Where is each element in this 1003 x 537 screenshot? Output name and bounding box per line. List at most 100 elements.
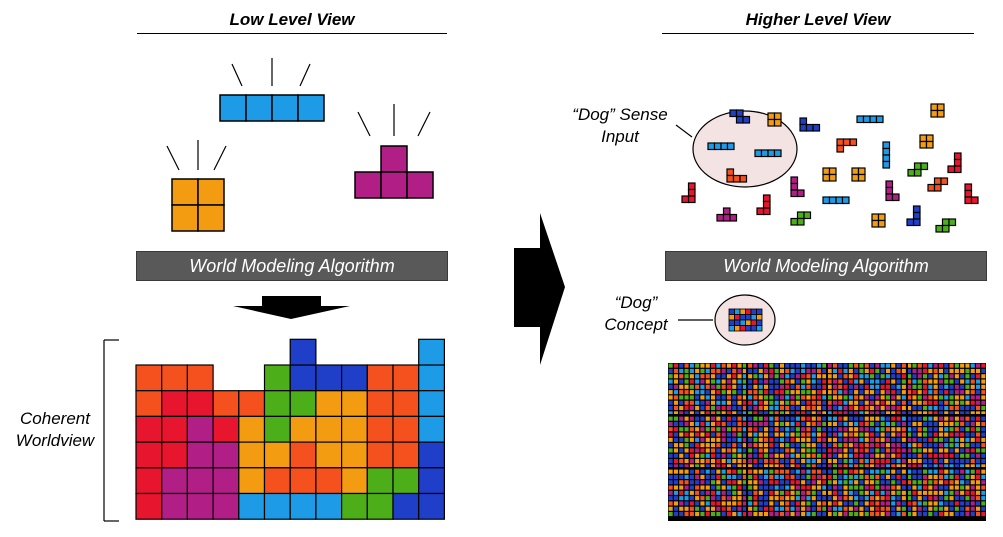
mosaic-cell: [785, 427, 790, 432]
worldview-cell: [238, 467, 266, 495]
mosaic-cell: [822, 416, 827, 421]
mosaic-cell: [976, 384, 981, 389]
mosaic-cell: [848, 453, 853, 458]
mosaic-cell: [732, 506, 737, 511]
mosaic-cell: [875, 416, 880, 421]
mosaic-cell: [737, 443, 742, 448]
mosaic-cell: [901, 453, 906, 458]
tetromino-cell: [767, 118, 776, 127]
mosaic-cell: [923, 490, 928, 495]
worldview-cell: [135, 364, 163, 392]
mosaic-cell: [753, 474, 758, 479]
mosaic-cell: [885, 490, 890, 495]
mosaic-cell: [933, 469, 938, 474]
mosaic-cell: [769, 506, 774, 511]
mosaic-cell: [928, 421, 933, 426]
mosaic-cell: [705, 406, 710, 411]
mosaic-cell: [695, 421, 700, 426]
mosaic-cell: [758, 395, 763, 400]
mosaic-cell: [859, 490, 864, 495]
mosaic-cell: [721, 368, 726, 373]
mosaic-cell: [949, 459, 954, 464]
mosaic-cell: [923, 512, 928, 517]
mosaic-cell: [811, 474, 816, 479]
mosaic-cell: [700, 464, 705, 469]
mosaic-cell: [875, 512, 880, 517]
mosaic-cell: [901, 416, 906, 421]
mosaic-cell: [954, 501, 959, 506]
mosaic-cell: [976, 459, 981, 464]
mosaic-cell: [806, 474, 811, 479]
i-piece-ray: [231, 63, 243, 87]
mosaic-cell: [811, 453, 816, 458]
mosaic-cell: [806, 427, 811, 432]
mosaic-cell: [689, 443, 694, 448]
mosaic-cell: [779, 384, 784, 389]
tetromino-cell: [882, 147, 891, 156]
mosaic-cell: [679, 363, 684, 368]
mosaic-cell: [732, 427, 737, 432]
mosaic-cell: [875, 363, 880, 368]
worldview-cell: [212, 492, 240, 520]
tetromino-cell: [754, 149, 763, 158]
mosaic-cell: [737, 464, 742, 469]
mosaic-cell: [774, 512, 779, 517]
mosaic-cell: [790, 469, 795, 474]
mosaic-cell: [795, 374, 800, 379]
mosaic-cell: [732, 379, 737, 384]
o-piece-cell: [171, 178, 199, 206]
concept-cell: [728, 325, 735, 332]
mosaic-cell: [785, 374, 790, 379]
tetromino-cell: [849, 138, 858, 147]
mosaic-cell: [774, 395, 779, 400]
mosaic-cell: [758, 406, 763, 411]
mosaic-cell: [875, 437, 880, 442]
mosaic-cell: [891, 421, 896, 426]
mosaic-cell: [742, 485, 747, 490]
worldview-cell: [392, 467, 420, 495]
tetromino-cell: [716, 213, 725, 222]
mosaic-cell: [790, 368, 795, 373]
tetromino-cell: [726, 142, 735, 151]
mosaic-cell: [801, 496, 806, 501]
mosaic-cell: [679, 506, 684, 511]
mosaic-cell: [806, 421, 811, 426]
mosaic-cell: [769, 400, 774, 405]
mosaic-cell: [880, 501, 885, 506]
mosaic-cell: [758, 506, 763, 511]
mosaic-cell: [917, 443, 922, 448]
mosaic-cell: [679, 496, 684, 501]
mosaic-cell: [917, 432, 922, 437]
mosaic-cell: [726, 464, 731, 469]
mosaic-cell: [976, 512, 981, 517]
tetromino-piece: [729, 109, 751, 124]
mosaic-cell: [822, 448, 827, 453]
mosaic-cell: [981, 437, 986, 442]
mosaic-cell: [711, 390, 716, 395]
mosaic-cell: [732, 416, 737, 421]
mosaic-cell: [769, 448, 774, 453]
worldview-cell: [186, 441, 214, 469]
worldview-cell: [186, 492, 214, 520]
mosaic-cell: [748, 485, 753, 490]
mosaic-cell: [795, 363, 800, 368]
mosaic-cell: [885, 485, 890, 490]
mosaic-cell: [689, 395, 694, 400]
mosaic-cell: [811, 368, 816, 373]
mosaic-cell: [976, 390, 981, 395]
mosaic-cell: [705, 448, 710, 453]
mosaic-cell: [790, 506, 795, 511]
mosaic-cell: [779, 400, 784, 405]
mosaic-cell: [785, 390, 790, 395]
mosaic-cell: [848, 406, 853, 411]
mosaic-cell: [806, 406, 811, 411]
worldview-cell: [135, 467, 163, 495]
mosaic-cell: [779, 459, 784, 464]
mosaic-cell: [864, 496, 869, 501]
mosaic-cell: [923, 421, 928, 426]
mosaic-cell: [912, 363, 917, 368]
mosaic-cell: [912, 464, 917, 469]
mosaic-cell: [970, 437, 975, 442]
mosaic-cell: [726, 453, 731, 458]
mosaic-cell: [785, 448, 790, 453]
